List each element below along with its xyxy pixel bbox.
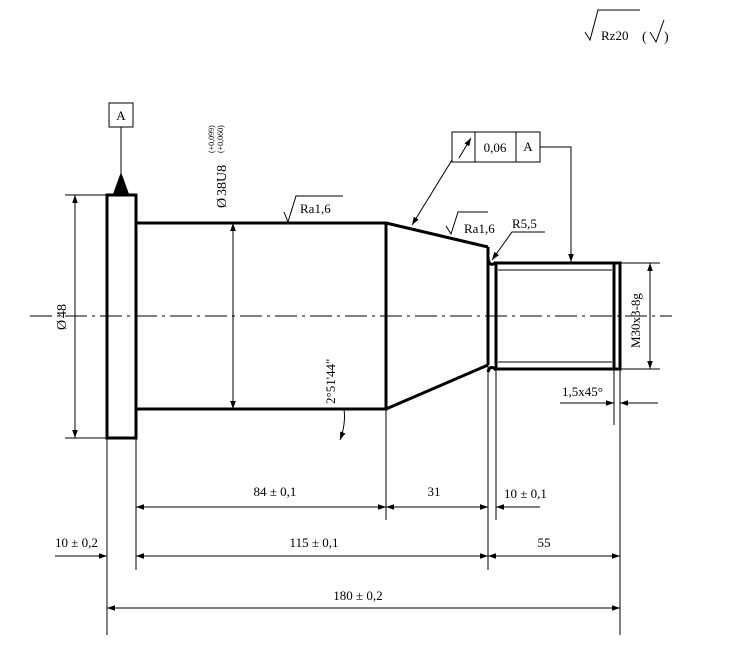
thread-text: M30x3-8g (628, 293, 643, 348)
roughness-check-icon (649, 19, 665, 44)
thread-dimension: M30x3-8g (620, 262, 660, 370)
dimension-115: 115 ± 0,1 (136, 535, 488, 559)
diameter-symbol-shaft: Ø (215, 198, 230, 208)
dim-84-text: 84 ± 0,1 (254, 484, 297, 499)
runout-tolerance-text: 0,06 (484, 140, 507, 155)
radius-dimension: R5,5 (491, 216, 545, 261)
taper-section (385, 221, 489, 411)
chamfer-text: 1,5x45° (562, 384, 603, 399)
datum-triangle-icon (113, 172, 129, 194)
diameter-38u8-dimension: Ø 38U8 (+0,099) (+0,060) (207, 125, 236, 409)
diameter-48-text: 48 (55, 304, 70, 318)
flange (105, 193, 138, 440)
radius-text: R5,5 (512, 216, 537, 231)
dim-10-groove-text: 10 ± 0,1 (504, 486, 547, 501)
shaft-tolerance-upper: (+0,099) (207, 125, 216, 153)
datum-a-label: A (116, 108, 126, 123)
cylinder-body (136, 221, 388, 411)
diameter-symbol-flange: Ø (55, 320, 70, 330)
diameter-38u8-text: 38U8 (215, 165, 230, 196)
runout-datum-text: A (523, 139, 533, 154)
shaft-tolerance-lower: (+0,060) (216, 125, 225, 153)
part-outline (105, 193, 622, 440)
roughness-paren-close: ) (664, 30, 669, 45)
datum-a-marker: A (108, 102, 134, 194)
roughness-paren-open: ( (642, 30, 647, 45)
thread-section (494, 261, 622, 371)
dim-115-text: 115 ± 0,1 (290, 535, 339, 550)
dim-31-text: 31 (428, 484, 441, 499)
extension-lines (106, 365, 621, 635)
diameter-48-dimension: Ø 48 (55, 194, 107, 439)
roughness-rz20-text: Rz20 (601, 28, 628, 43)
dimension-180: 180 ± 0,2 (107, 588, 620, 611)
runout-arrow-icon (458, 137, 472, 159)
dim-55-text: 55 (538, 535, 551, 550)
dimension-55: 55 (488, 535, 620, 559)
dimension-84: 84 ± 0,1 (136, 484, 386, 510)
dim-180-text: 180 ± 0,2 (333, 588, 382, 603)
taper-angle-dimension: 2°51'44" (323, 359, 386, 441)
runout-frame: 0,06 A (411, 131, 574, 262)
roughness-cone-text: Ra1,6 (464, 221, 495, 236)
roughness-cone-mark: Ra1,6 (445, 211, 495, 236)
dimension-10-groove: 10 ± 0,1 (470, 486, 547, 510)
general-roughness-mark: Rz20 ( ) (584, 9, 669, 45)
taper-angle-text: 2°51'44" (323, 359, 338, 404)
dim-10-flange-text: 10 ± 0,2 (55, 535, 98, 550)
roughness-cylinder-text: Ra1,6 (300, 201, 331, 216)
chamfer-dimension: 1,5x45° (560, 369, 658, 425)
dimension-31: 31 (386, 484, 488, 510)
roughness-cylinder-mark: Ra1,6 (283, 195, 343, 224)
